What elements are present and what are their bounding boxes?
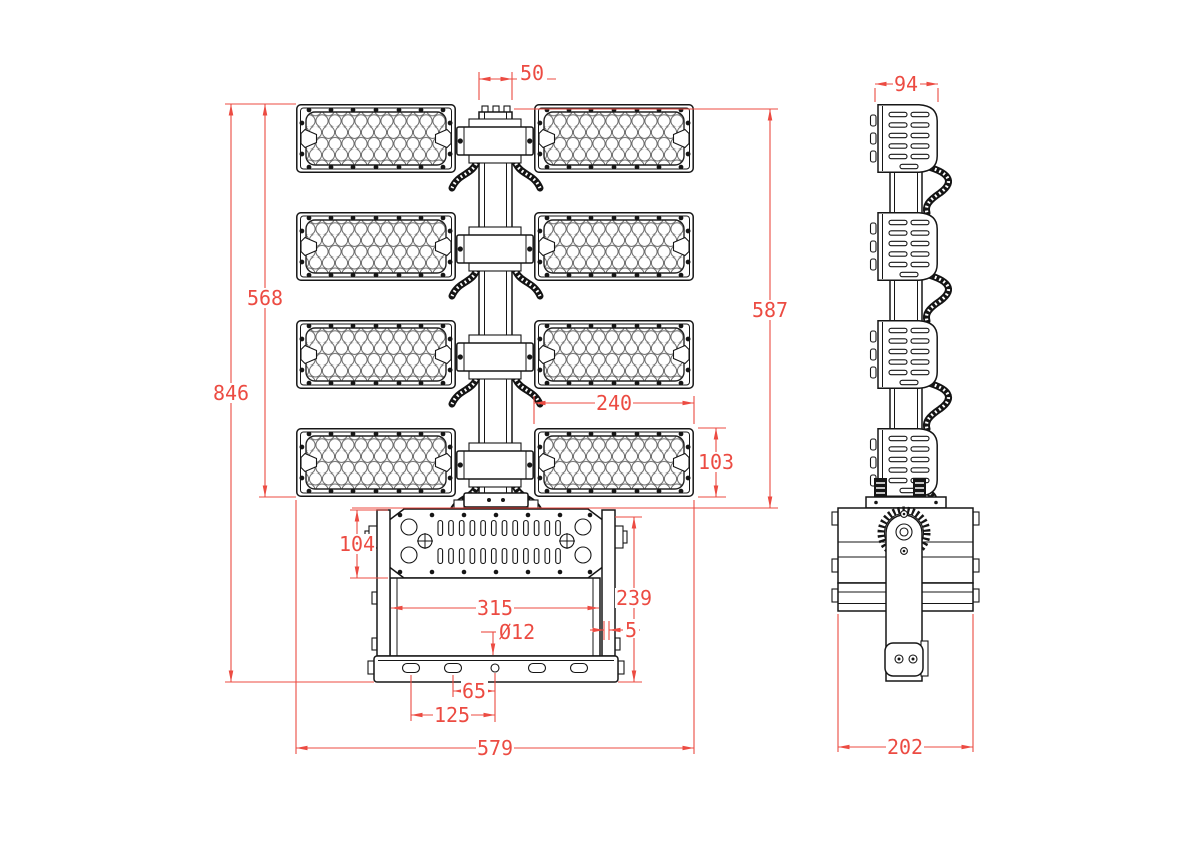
led-module-front: [296, 212, 456, 281]
cross-screw: [559, 533, 575, 549]
dim-label-overall-height: 846: [213, 381, 249, 405]
arm-end-bracket: [884, 642, 924, 677]
pole-clamp: [456, 442, 534, 488]
dim-pole-assembly-height: 587: [352, 108, 789, 509]
led-module-front: [534, 320, 694, 389]
dim-label-bracket-box-height: 104: [339, 532, 375, 556]
dim-label-bracket-total-height: 239: [616, 586, 652, 610]
dim-label-plate-offset: 5: [625, 618, 637, 642]
dim-slot-spacing-near: 65: [452, 673, 496, 722]
dim-label-bracket-depth: 202: [887, 735, 923, 759]
mounting-pole: [478, 105, 513, 496]
dim-label-slot-spacing-near: 65: [462, 679, 486, 703]
dim-label-module-width: 240: [596, 391, 632, 415]
pole-clamp: [456, 118, 534, 164]
dim-bracket-box-height: 104: [338, 509, 388, 579]
led-module-side: [869, 104, 938, 173]
dim-label-center-hole: Ø12: [499, 620, 535, 644]
dimensions: 50 568 846 587 240: [212, 61, 974, 760]
cable: [921, 165, 948, 213]
dim-label-slot-spacing-far: 125: [434, 703, 470, 727]
dim-pole-top-width: 50: [478, 61, 556, 100]
side-view: [831, 104, 980, 682]
dim-label-module-depth: 94: [894, 72, 918, 96]
led-module-side: [869, 212, 938, 281]
cable: [921, 381, 948, 429]
led-module-front: [534, 428, 694, 497]
dim-module-width: 240: [533, 391, 695, 424]
center-hole: [490, 663, 500, 673]
dim-plate-offset: 5: [590, 618, 640, 642]
dim-module-stack-height: 568: [225, 103, 296, 498]
dim-bracket-depth: 202: [837, 614, 974, 759]
dim-overall-width: 579: [295, 500, 695, 760]
vent-slots: [437, 519, 561, 565]
cable: [921, 273, 948, 321]
cross-screw: [417, 533, 433, 549]
dim-label-overall-width: 579: [477, 736, 513, 760]
dim-center-hole: Ø12: [481, 620, 535, 655]
dim-module-height: 103: [697, 427, 735, 498]
led-module-side: [869, 320, 938, 389]
led-module-front: [296, 320, 456, 389]
dim-label-pole-assembly-height: 587: [752, 298, 788, 322]
dim-label-module-stack-height: 568: [247, 286, 283, 310]
pole-clamp: [456, 334, 534, 380]
driver-box-front: [387, 508, 605, 579]
led-module-front: [296, 104, 456, 173]
dim-label-module-height: 103: [698, 450, 734, 474]
pole-clamp: [456, 226, 534, 272]
pole-base-plate: [453, 492, 539, 509]
dim-label-pole-top-width: 50: [520, 61, 544, 85]
dim-bracket-body-width: 315: [391, 596, 599, 620]
mounting-arm: [884, 510, 929, 682]
dim-bracket-total-height: 239: [615, 516, 653, 683]
led-module-front: [534, 212, 694, 281]
base-mounting-plate: [367, 655, 625, 683]
dim-overall-height: 846: [212, 104, 374, 683]
led-module-front: [534, 104, 694, 173]
led-module-front: [296, 428, 456, 497]
dim-label-bracket-body-width: 315: [477, 596, 513, 620]
pole-base-side: [865, 478, 947, 509]
dim-module-depth: 94: [874, 72, 939, 102]
dim-slot-spacing-far: 125: [410, 675, 495, 727]
